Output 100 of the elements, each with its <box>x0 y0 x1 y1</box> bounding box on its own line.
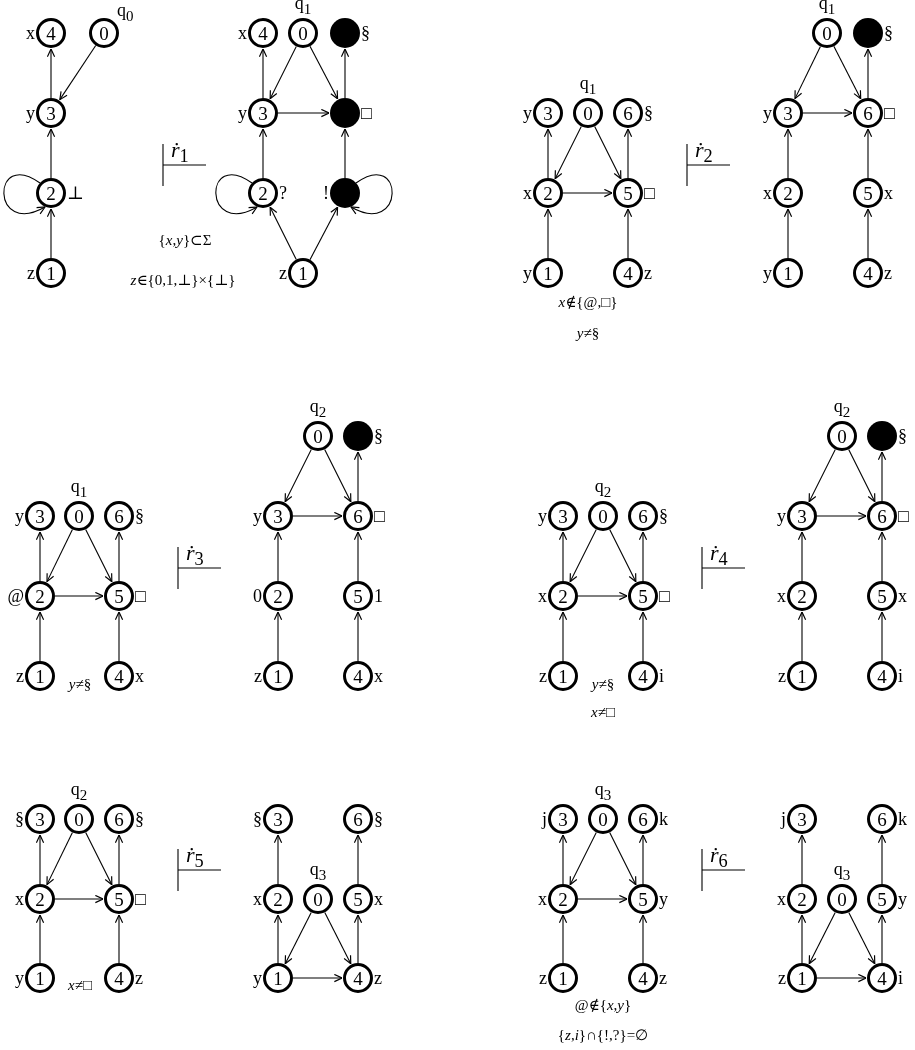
state-annotation: □ <box>135 587 146 605</box>
state-circle: 4 <box>853 258 883 288</box>
state-annotation: x <box>763 184 772 202</box>
state-circle: 5 <box>867 581 897 611</box>
arrow <box>577 894 628 904</box>
arrow <box>609 831 637 886</box>
arrow <box>554 125 582 180</box>
state-annotation: x <box>253 890 262 908</box>
state-circle: 0 <box>64 501 94 531</box>
state-annotation: z <box>539 667 547 685</box>
state-circle: 5 <box>104 884 134 914</box>
arrow <box>569 831 597 886</box>
arrow <box>35 611 45 662</box>
state-circle: 6 <box>628 804 658 834</box>
arrow <box>273 611 283 662</box>
state-annotation: q$_{1}$ <box>294 0 312 17</box>
state-circle: 2 <box>248 178 278 208</box>
arrow <box>808 911 836 965</box>
state-annotation: y <box>238 104 247 122</box>
arrow <box>85 528 113 583</box>
state-circle: 2 <box>787 884 817 914</box>
state-circle: 1 <box>263 963 293 993</box>
state-annotation: j <box>781 810 786 828</box>
state-circle: 1 <box>548 661 578 691</box>
state-annotation: z <box>374 969 382 987</box>
state-circle: 6 <box>104 804 134 834</box>
state-circle: 1 <box>36 258 66 288</box>
state-circle: 4 <box>867 661 897 691</box>
arrow <box>808 448 836 503</box>
condition-text: {z,i}∩{!,?}=∅ <box>557 1027 649 1043</box>
arrow <box>353 531 363 582</box>
state-annotation: y <box>253 969 262 987</box>
state-annotation: x <box>135 667 144 685</box>
arrow <box>609 528 637 583</box>
arrow <box>863 208 873 259</box>
condition-text: x∉{@,□} <box>558 294 618 310</box>
state-circle: 6 <box>343 804 373 834</box>
state-annotation: q$_{2}$ <box>70 780 88 803</box>
state-circle: 5 <box>867 884 897 914</box>
state-circle: 6 <box>628 501 658 531</box>
state-annotation: x <box>523 184 532 202</box>
state-annotation: x <box>538 890 547 908</box>
arrow <box>863 48 873 99</box>
state-annotation: 1 <box>374 587 383 605</box>
arrow <box>340 48 350 99</box>
arrow <box>35 531 45 582</box>
arrow <box>577 591 628 601</box>
arrow <box>797 611 807 662</box>
state-circle: 2 <box>787 581 817 611</box>
arrow <box>638 834 648 885</box>
state-annotation: z <box>659 969 667 987</box>
state-annotation: ! <box>323 184 329 202</box>
state-annotation: y <box>253 507 262 525</box>
state-annotation: @ <box>7 587 24 605</box>
condition-text: z∈{0,1,⊥}×{⊥} <box>130 272 236 288</box>
state-annotation: q$_{0}$ <box>117 1 134 24</box>
arrow <box>802 108 853 118</box>
state-annotation: □ <box>659 587 670 605</box>
arrow <box>46 128 56 179</box>
state-annotation: y <box>777 507 786 525</box>
arrow <box>114 531 124 582</box>
arrow <box>877 611 887 662</box>
state-circle: 4 <box>104 963 134 993</box>
state-circle: 4 <box>248 18 278 48</box>
arrow <box>353 611 363 662</box>
state-circle: 4 <box>628 661 658 691</box>
state-annotation: z <box>16 667 24 685</box>
arrow <box>353 451 363 502</box>
state-annotation: x <box>15 890 24 908</box>
self-loop-arrow <box>215 174 258 215</box>
state-circle: 0 <box>89 18 119 48</box>
state-circle: 5 <box>613 178 643 208</box>
state-circle: 1 <box>787 661 817 691</box>
state-circle: 4 <box>867 963 897 993</box>
arrow <box>292 511 343 521</box>
state-circle: 5 <box>343 581 373 611</box>
arrow <box>59 44 97 101</box>
arrow <box>783 128 793 179</box>
filled-state <box>330 98 360 128</box>
state-circle: 6 <box>867 804 897 834</box>
condition-text: x≠□ <box>68 977 92 993</box>
arrow <box>269 206 297 261</box>
arrow <box>623 128 633 179</box>
state-annotation: x <box>777 587 786 605</box>
state-annotation: § <box>135 810 144 828</box>
filled-state <box>853 18 883 48</box>
condition-text: @∉{x,y} <box>574 997 632 1013</box>
state-circle: 3 <box>787 501 817 531</box>
state-annotation: z <box>254 667 262 685</box>
arrow <box>114 914 124 964</box>
condition-text: y≠§ <box>68 676 92 692</box>
arrow <box>258 48 268 99</box>
self-loop-arrow <box>350 174 393 215</box>
arrow <box>623 208 633 259</box>
state-annotation: § <box>253 810 262 828</box>
state-circle: 6 <box>867 501 897 531</box>
arrow <box>269 45 297 100</box>
arrow <box>353 834 363 885</box>
state-circle: 1 <box>25 661 55 691</box>
state-circle: 3 <box>263 804 293 834</box>
